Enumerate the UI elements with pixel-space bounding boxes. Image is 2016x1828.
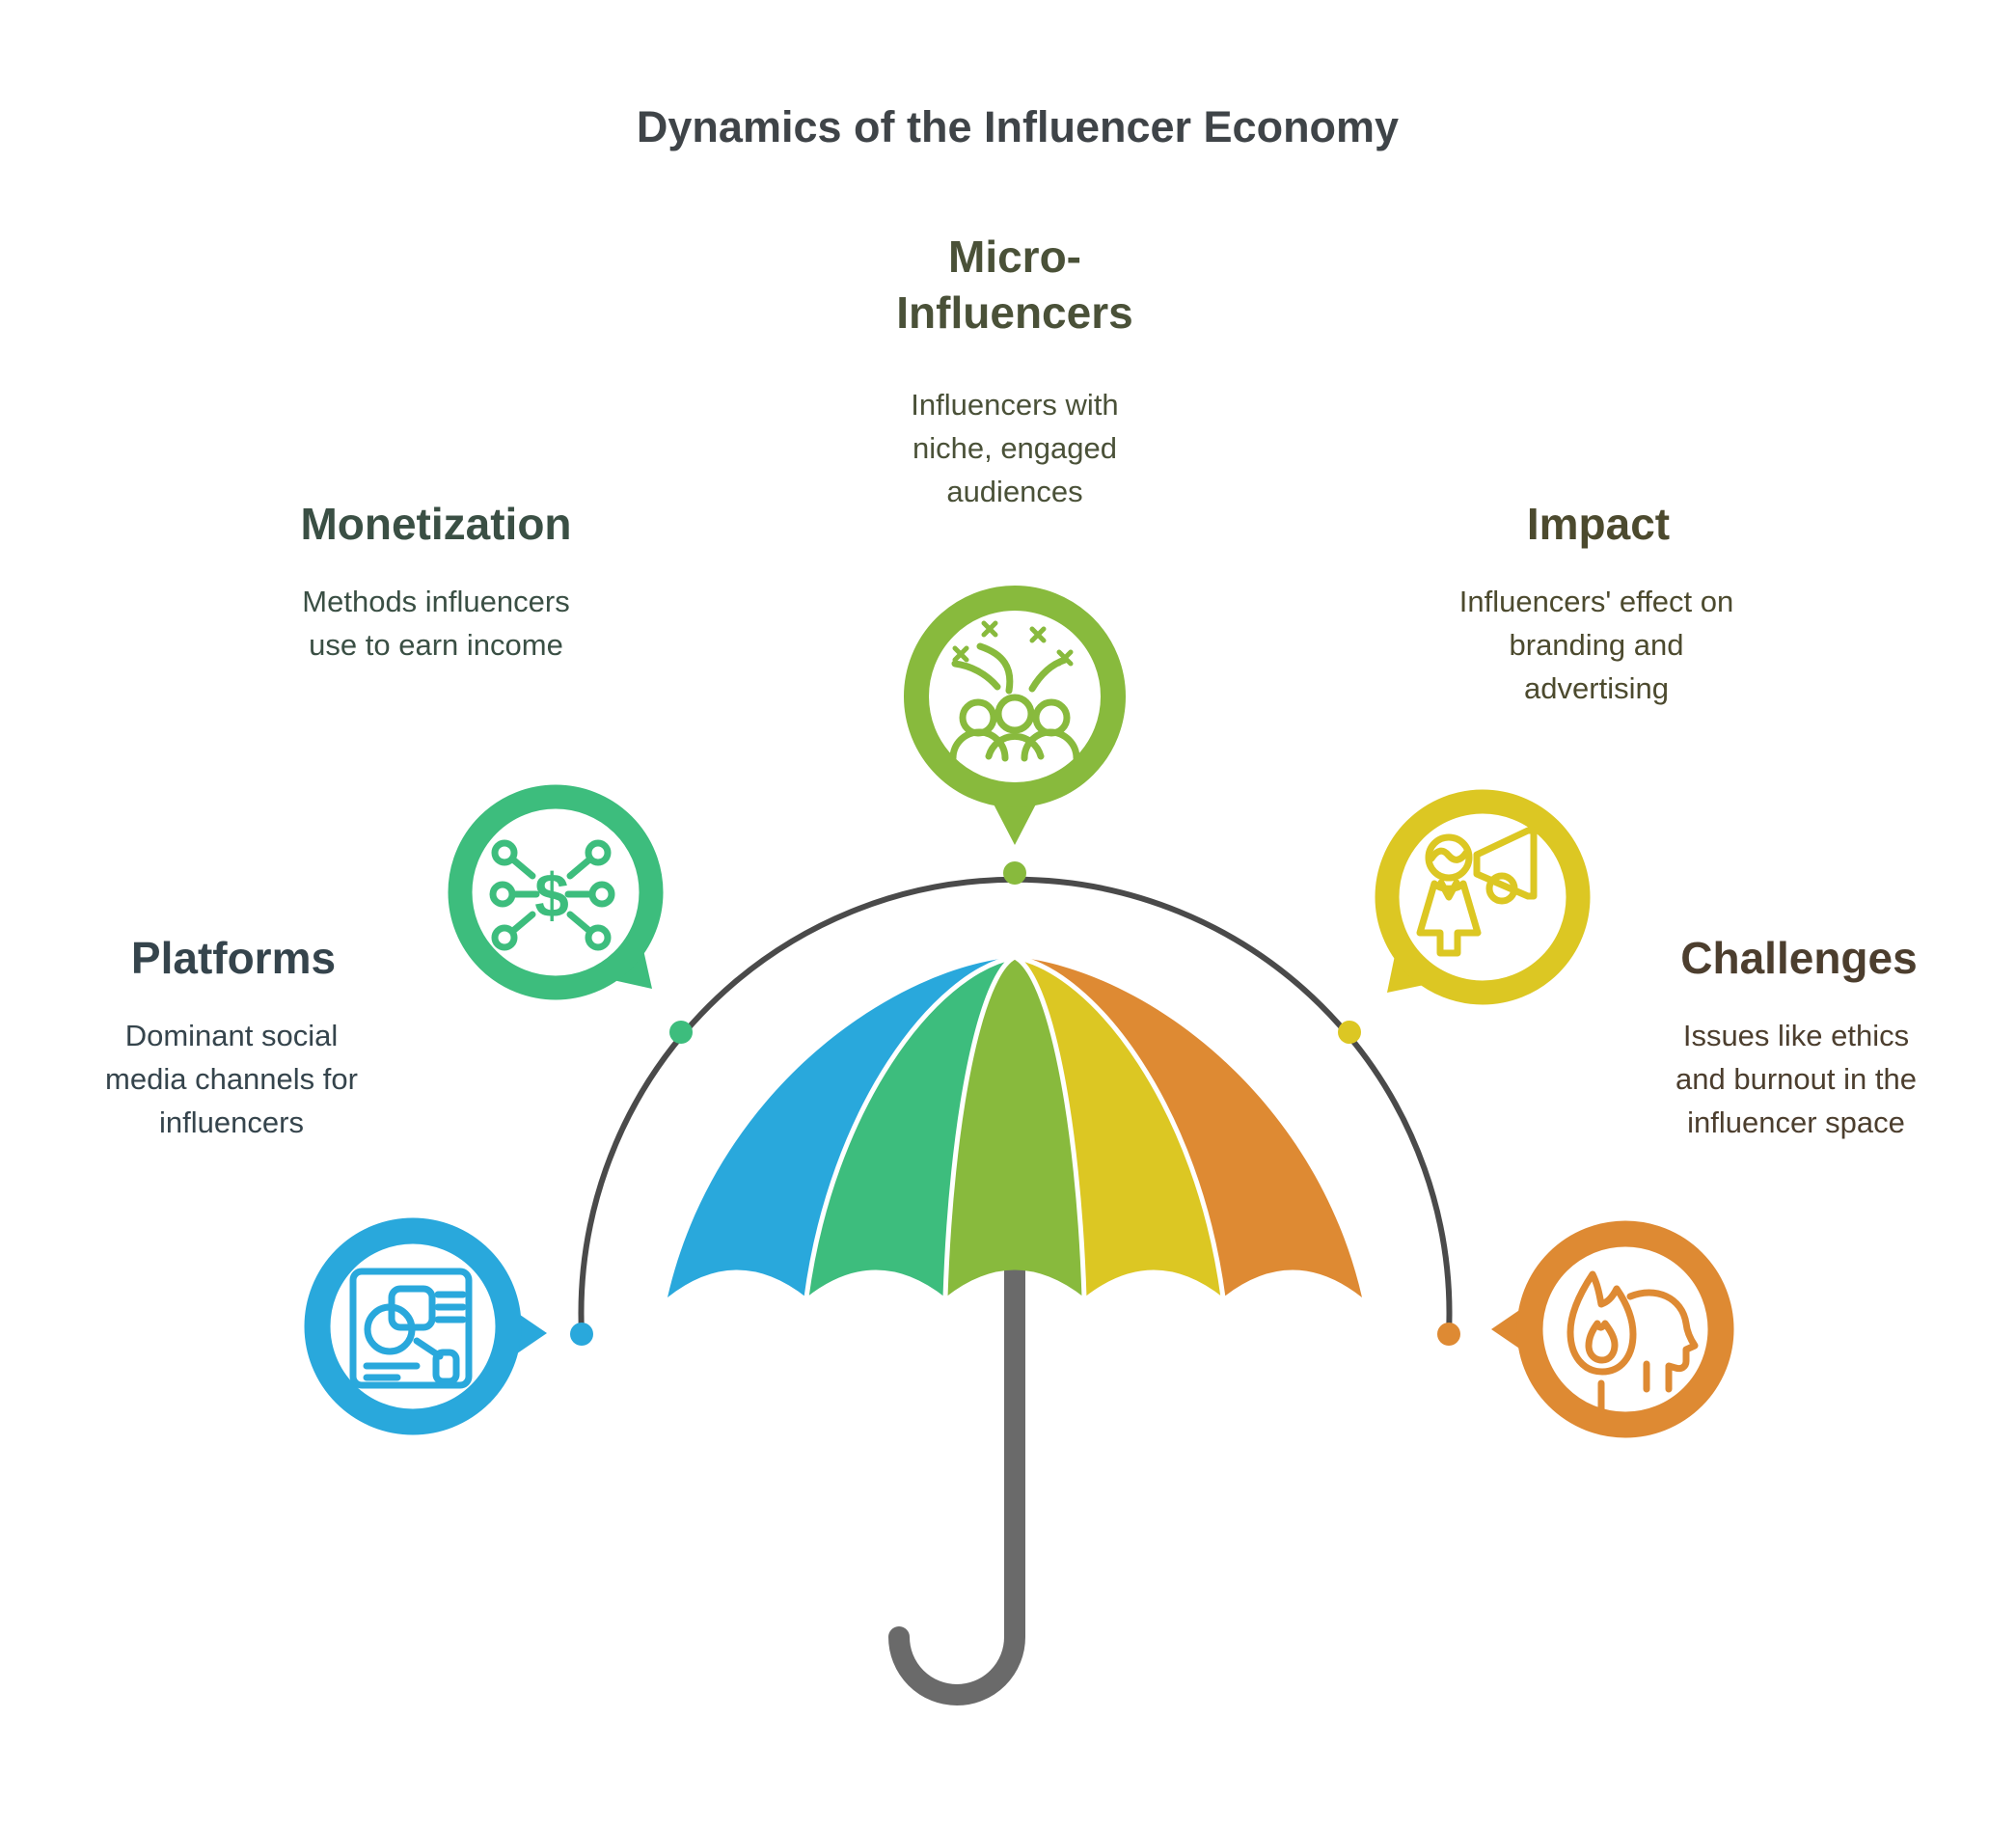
- page-title: Dynamics of the Influencer Economy: [636, 102, 1400, 151]
- analytics-report-icon: [349, 1268, 473, 1389]
- platforms-bubble: [304, 1217, 547, 1435]
- umbrella-graphic: [667, 954, 1362, 1705]
- arc-node-platforms: [570, 1323, 593, 1346]
- section-micro-influencers-description: Influencers with niche, engaged audience…: [911, 388, 1119, 508]
- section-monetization-description: Methods influencers use to earn income: [302, 585, 570, 662]
- challenges-bubble: [1491, 1220, 1734, 1438]
- monetization-bubble: $: [448, 784, 664, 1000]
- umbrella-panel-green: [806, 957, 1015, 1297]
- section-micro-influencers-heading: Micro-Influencers: [896, 232, 1133, 338]
- section-challenges-description: Issues like ethics and burnout in the in…: [1675, 1019, 1917, 1139]
- section-platforms-description: Dominant social media channels for influ…: [105, 1019, 358, 1139]
- micro-influencers-bubble: [904, 586, 1126, 845]
- umbrella-handle: [888, 1234, 1025, 1705]
- dollar-network-icon: $: [489, 839, 615, 951]
- umbrella-panel-yellow: [1015, 957, 1223, 1297]
- arc-node-impact: [1338, 1021, 1361, 1044]
- umbrella-panel-blue: [667, 957, 1015, 1297]
- crowd-celebration-icon: [949, 620, 1080, 762]
- section-monetization-heading: Monetization: [300, 499, 572, 549]
- arc-node-challenges: [1437, 1323, 1460, 1346]
- section-impact-heading: Impact: [1526, 499, 1671, 549]
- section-platforms-heading: Platforms: [130, 933, 337, 983]
- burnout-flame-head-icon: [1566, 1270, 1699, 1414]
- section-impact-description: Influencers' effect on branding and adve…: [1458, 585, 1734, 705]
- dollar-sign-glyph: $: [534, 860, 569, 930]
- connector-arc: [570, 861, 1460, 1346]
- umbrella-ribs: [804, 954, 1226, 1300]
- section-challenges-heading: Challenges: [1680, 933, 1918, 983]
- person-megaphone-icon: [1416, 827, 1538, 957]
- arc-node-micro: [1003, 861, 1026, 885]
- arc-node-monetization: [669, 1021, 693, 1044]
- impact-bubble: [1375, 789, 1591, 1005]
- umbrella-panel-olive: [945, 957, 1084, 1297]
- umbrella-panel-orange: [1015, 957, 1362, 1297]
